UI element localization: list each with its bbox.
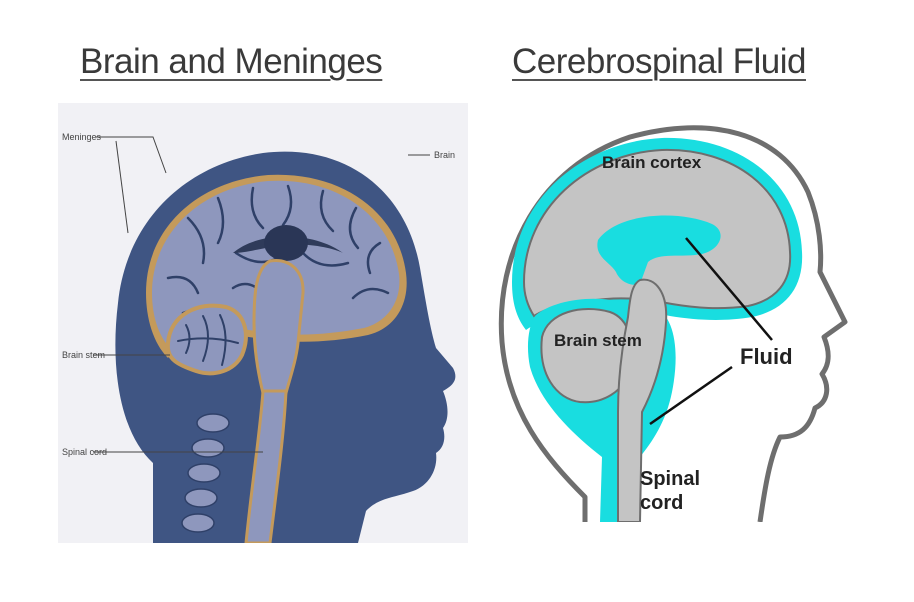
fluid-leader-lines xyxy=(649,237,773,426)
spinal-cord-label-left: Spinal cord xyxy=(62,447,107,457)
cerebrospinal-fluid-title: Cerebrospinal Fluid xyxy=(512,42,806,81)
brain-stem-label-right: Brain stem xyxy=(554,331,642,350)
brain-stem-label-left: Brain stem xyxy=(62,350,105,360)
meninges-label: Meninges xyxy=(62,132,102,142)
fluid-label: Fluid xyxy=(740,344,793,369)
ventricle-fluid xyxy=(597,215,721,285)
brain-meninges-illustration: Meninges Brain Brain stem Spinal cord xyxy=(58,103,468,543)
spinal-cord xyxy=(244,389,288,543)
brain-label: Brain xyxy=(434,150,455,160)
cerebellum xyxy=(165,303,248,376)
head-outline xyxy=(498,125,848,522)
cerebrospinal-fluid-diagram: Brain cortex Brain stem Fluid Spinal cor… xyxy=(498,125,848,522)
cord-label: cord xyxy=(640,492,683,514)
brain-meninges-title: Brain and Meninges xyxy=(80,42,383,81)
brain-cortex-label: Brain cortex xyxy=(602,153,702,172)
left-leader-lines xyxy=(93,136,430,453)
brain-stem-tissue xyxy=(617,278,668,522)
spinal-label: Spinal xyxy=(640,468,700,490)
cerebellum-folds xyxy=(177,314,239,366)
thalamus xyxy=(264,225,308,261)
